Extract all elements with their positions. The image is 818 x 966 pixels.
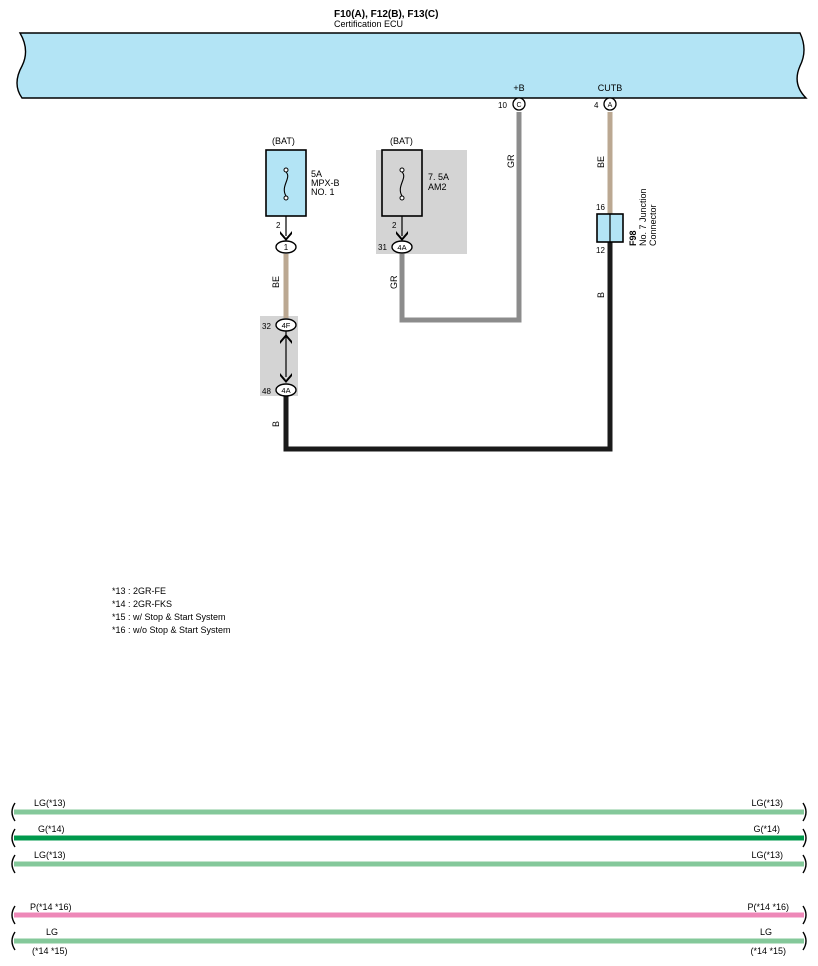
ecu-pin-cutb: CUTB 4 A xyxy=(594,83,623,111)
fuse-mpxb-name-1: MPX-B xyxy=(311,178,340,188)
svg-text:C: C xyxy=(516,102,521,109)
wire-labels: BE B GR GR BE B xyxy=(271,154,606,427)
ecu-pin-plus-b: +B 10 C xyxy=(498,83,526,111)
harness: LG(*13) LG(*13) G(*14) G(*14) LG(*13) LG… xyxy=(11,798,807,956)
inline-lower-pin: 48 xyxy=(262,387,271,396)
fuse-mpxb-rating: 5A xyxy=(311,169,322,179)
notes: *13 : 2GR-FE *14 : 2GR-FKS *15 : w/ Stop… xyxy=(112,586,231,635)
fuse-mpxb-name-2: NO. 1 xyxy=(311,187,335,197)
fuse-am2: (BAT) 7. 5A AM2 2 31 4A xyxy=(378,136,449,254)
harness-wire-3: LG(*13) LG(*13) xyxy=(11,850,807,874)
svg-text:4A: 4A xyxy=(281,386,290,395)
inline-upper-pin: 32 xyxy=(262,322,271,331)
ecu-pin-cutb-circle xyxy=(603,97,617,111)
ecu-body xyxy=(16,32,808,99)
inline-upper-arrow xyxy=(280,334,292,344)
svg-text:A: A xyxy=(608,102,613,109)
svg-text:4F: 4F xyxy=(282,321,291,330)
fuse-am2-connector-pin: 31 xyxy=(378,243,387,252)
fuse-mpxb-connector xyxy=(275,240,297,254)
wire-label-gr-right: GR xyxy=(506,154,516,168)
ecu-pin-cutb-signal: CUTB xyxy=(598,83,623,93)
wire-label-mpxb-be: BE xyxy=(271,276,281,288)
junction-id: F98 xyxy=(628,230,638,246)
fuse-am2-element xyxy=(399,171,405,197)
wire-black xyxy=(283,242,613,452)
harness-wire-2-right: G(*14) xyxy=(753,824,780,834)
fuse-mpxb-out-pin: 2 xyxy=(276,221,281,230)
harness-wire-2-left: G(*14) xyxy=(38,824,65,834)
fuse-am2-arrow xyxy=(396,231,408,241)
harness-wire-5: LG LG (*14 *15) (*14 *15) xyxy=(11,927,807,956)
svg-text:4A: 4A xyxy=(397,243,406,252)
harness-wire-3-left: LG(*13) xyxy=(34,850,66,860)
ecu-connectors-label: F10(A), F12(B), F13(C) xyxy=(334,9,438,20)
fuse-mpxb: (BAT) 5A MPX-B NO. 1 2 1 xyxy=(265,136,340,254)
fuse-am2-source: (BAT) xyxy=(390,136,413,146)
fuse-am2-name: AM2 xyxy=(428,182,447,192)
note-16: *16 : w/o Stop & Start System xyxy=(112,625,231,635)
fuse-am2-connector xyxy=(391,240,413,254)
junction-pin-bottom: 12 xyxy=(596,246,605,255)
harness-wire-4-left: P(*14 *16) xyxy=(30,902,72,912)
junction-name-2: Connector xyxy=(648,204,658,246)
certification-ecu: F10(A), F12(B), F13(C) Certification ECU xyxy=(16,9,808,99)
wire-gr xyxy=(399,112,522,323)
wire-label-gr-left: GR xyxy=(389,275,399,289)
ecu-pin-cutb-number: 4 xyxy=(594,101,599,110)
harness-wire-1-right: LG(*13) xyxy=(751,798,783,808)
wire-label-after-connector-b: B xyxy=(271,421,281,427)
harness-wire-1: LG(*13) LG(*13) xyxy=(11,798,807,822)
note-13: *13 : 2GR-FE xyxy=(112,586,166,596)
harness-wire-4: P(*14 *16) P(*14 *16) xyxy=(11,902,807,925)
harness-wire-5-left: LG xyxy=(46,927,58,937)
harness-wire-5-right: LG xyxy=(760,927,772,937)
ecu-pin-plus-b-number: 10 xyxy=(498,101,507,110)
fuse-mpxb-element xyxy=(283,171,289,197)
harness-wire-4-right: P(*14 *16) xyxy=(747,902,789,912)
ecu-pin-plus-b-signal: +B xyxy=(513,83,524,93)
harness-wire-3-right: LG(*13) xyxy=(751,850,783,860)
wire-label-cutb-be: BE xyxy=(596,156,606,168)
fuse-mpxb-arrow xyxy=(280,231,292,241)
fuse-am2-out-pin: 2 xyxy=(392,221,397,230)
harness-wire-2: G(*14) G(*14) xyxy=(11,824,807,848)
junction-name-1: No. 7 Junction xyxy=(638,188,648,246)
wire-label-junction-b: B xyxy=(596,292,606,298)
harness-wire-1-left: LG(*13) xyxy=(34,798,66,808)
note-15: *15 : w/ Stop & Start System xyxy=(112,612,226,622)
inline-connectors: 32 4F 48 4A xyxy=(262,318,297,397)
ecu-name: Certification ECU xyxy=(334,19,403,29)
fuse-am2-rating: 7. 5A xyxy=(428,172,449,182)
junction-pin-top: 16 xyxy=(596,203,605,212)
harness-wire-5-right-note: (*14 *15) xyxy=(750,946,786,956)
inline-lower-arrow xyxy=(280,373,292,383)
ecu-pin-plus-b-circle xyxy=(512,97,526,111)
harness-wire-5-left-note: (*14 *15) xyxy=(32,946,68,956)
svg-text:1: 1 xyxy=(284,243,289,252)
junction-connector: 16 12 F98 No. 7 Junction Connector xyxy=(596,188,658,255)
inline-lower-connector xyxy=(275,383,297,397)
wires xyxy=(283,112,613,452)
fuse-mpxb-source: (BAT) xyxy=(272,136,295,146)
note-14: *14 : 2GR-FKS xyxy=(112,599,172,609)
